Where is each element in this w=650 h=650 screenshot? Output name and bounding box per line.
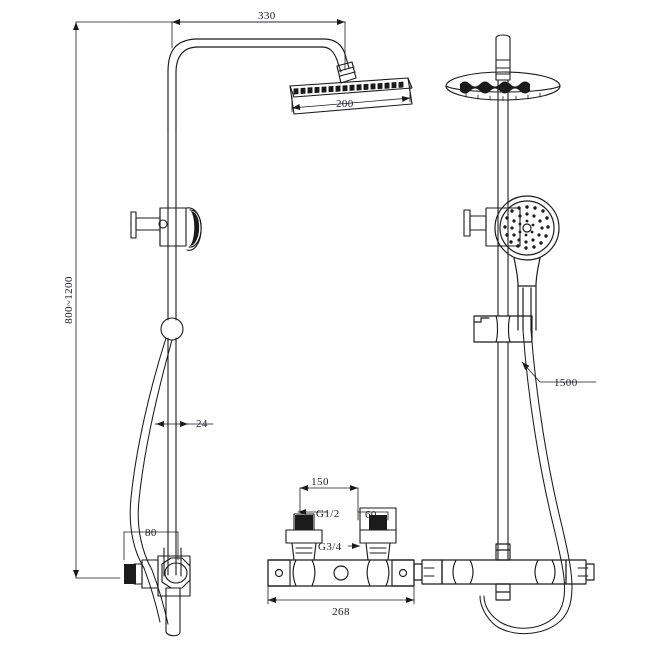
dimension-60 — [357, 511, 389, 521]
hand-shower-side-face — [190, 211, 200, 246]
dimension-lines-outer — [73, 21, 346, 579]
dimension-label-riser-height: 800~1200 — [63, 276, 75, 324]
dimension-268 — [267, 585, 415, 605]
riser-rail-side — [160, 131, 184, 576]
shower-hose-front — [479, 329, 573, 635]
dimension-label-330: 330 — [258, 10, 276, 22]
dimension-label-60: 60 — [365, 509, 377, 521]
valve-detail-body — [267, 559, 415, 587]
dimension-label-80: 80 — [145, 527, 157, 539]
overhead-head-rim-ticks — [465, 92, 541, 101]
dimension-80 — [123, 531, 179, 561]
valve-detail-left-cap — [295, 515, 313, 530]
overhead-head-spray-face — [460, 81, 530, 94]
hand-shower-spray-face — [503, 205, 550, 250]
thermostatic-bar-valve-front — [413, 543, 595, 601]
valve-side-handle-cap — [124, 564, 136, 584]
dimension-200 — [291, 85, 411, 113]
dimension-label-1500: 1500 — [554, 377, 578, 389]
dimension-label-268: 268 — [332, 606, 350, 618]
hose-tail-side — [143, 567, 169, 625]
dimension-label-24: 24 — [196, 418, 208, 430]
hand-shower-bracket-side — [130, 207, 187, 247]
dimension-label-g12: G1/2 — [316, 508, 340, 520]
thermostatic-valve-side — [133, 547, 191, 637]
hand-shower-front — [494, 195, 560, 331]
overhead-stem-front — [495, 34, 511, 89]
dimension-24 — [154, 417, 214, 433]
dimension-label-g34: G3/4 — [318, 541, 342, 553]
dimension-150 — [299, 485, 359, 513]
dimension-1500-leader — [521, 361, 597, 383]
dimension-label-200: 200 — [336, 98, 354, 110]
hand-shower-side — [185, 207, 202, 251]
valve-detail-right-cap — [369, 515, 387, 530]
dimension-label-150: 150 — [311, 476, 329, 488]
valve-front-wall-fixings — [423, 567, 589, 577]
overhead-head-nozzle-row — [293, 81, 404, 95]
shower-hose-side — [129, 337, 173, 571]
riser-rail-front — [497, 87, 509, 561]
overhead-shower-arm — [167, 38, 357, 133]
